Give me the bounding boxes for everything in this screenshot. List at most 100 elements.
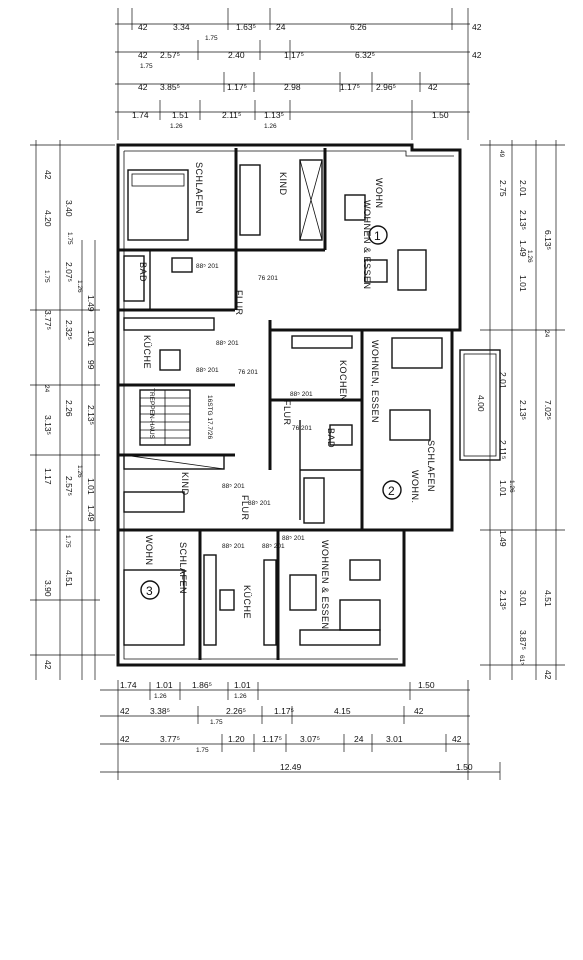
dim-bot-r2-f: 42 [414,706,424,716]
dim-top-r4-c: 2.11⁵ [222,110,241,120]
dim-left-14: 3.13⁵ [43,415,53,435]
label-kind-top: KIND [278,172,288,196]
label-schlafen-top: SCHLAFEN [194,162,204,214]
door-openings: 88⁵ 201 76 201 88⁵ 201 88⁵ 201 88⁵ 201 7… [196,263,313,550]
dim-top-r1-d: 24 [276,22,286,32]
dim-bot-r3-sub: 1.75 [196,747,209,754]
dim-top-r1-a: 42 [138,22,148,32]
dim-left-16: 1.17 [43,468,53,485]
dim-right-13: 2.11⁵ [498,440,508,459]
dimension-chains-top: 42 3.34 1.63⁵ 24 6.26 42 1.75 42 2.57⁵ 2… [115,8,482,140]
dim-right-14: 1.01 [498,480,508,497]
dim-top-r2-a: 42 [138,50,148,60]
label-bad-top: BAD [138,262,148,282]
dim-bot-r3-a: 42 [120,734,130,744]
dim-left-4: 2.07⁵ [64,262,74,282]
dim-top-r4-sub-b: 1.26 [264,123,277,130]
opening-4: 88⁵ 201 [290,391,313,398]
dim-top-r2-e: 6.32⁵ [355,50,375,60]
dim-left-11: 2.32⁵ [64,320,74,340]
unit-2-circle [382,480,402,500]
dim-top-r3-a: 42 [138,82,148,92]
dim-bot-r1-b: 1.01 [156,680,173,690]
dim-bot-r3-f: 24 [354,734,364,744]
dim-top-r1-sub: 1.75 [205,35,218,42]
dim-right-11: 2.13⁵ [518,400,528,420]
dim-top-r4-e: 1.50 [432,110,449,120]
dim-top-r4-sub-a: 1.26 [170,123,183,130]
label-wohn-2: WOHN. [410,470,420,504]
dimension-chains-right: 49 2.01 2.75 2.13⁵ 6.13⁵ 1.49 1.01 1.26 … [476,140,565,680]
label-schlafen-bot: SCHLAFEN [178,542,188,594]
dim-top-r4-a: 1.74 [132,110,149,120]
dim-right-20: 3.87⁵ [518,630,528,650]
dim-top-r3-f: 2.96⁵ [376,82,396,92]
dim-right-18: 4.51 [543,590,553,607]
dim-top-r2-sub: 1.75 [140,63,153,70]
dim-left-9: 1.75 [43,270,50,283]
dim-top-r3-g: 42 [428,82,438,92]
opening-2: 88⁵ 201 [216,340,239,347]
right-dim-labels: 49 2.01 2.75 2.13⁵ 6.13⁵ 1.49 1.01 1.26 … [476,150,553,680]
dim-left-7: 99 [86,360,96,370]
dim-top-r2-c: 2.40 [228,50,245,60]
dim-left-12: 24 [43,385,50,393]
dim-left-18: 1.49 [86,505,96,522]
label-wohnen-essen-3: WOHNEN & ESSEN [320,540,330,630]
dim-top-r1-c: 1.63⁵ [236,22,256,32]
dim-top-r4-d: 1.13⁵ [264,110,284,120]
building-walls [116,143,501,667]
dim-top-r2-d: 1.17⁵ [284,50,304,60]
dim-left-15: 2.13⁵ [86,405,96,425]
label-wohn-1: WOHN [374,178,384,209]
furniture [123,159,443,646]
dim-bot-r2-e: 4.15 [334,706,351,716]
dim-right-8: 24 [543,330,550,338]
dimension-chains-bottom: 1.74 1.01 1.86⁵ 1.01 1.50 1.26 1.26 42 3… [100,680,501,780]
dim-right-7: 1.26 [526,250,533,263]
dim-right-4: 6.13⁵ [543,230,553,250]
dim-bot-total: 12.49 [280,762,302,772]
dim-right-19: 2.13⁵ [498,590,508,610]
unit-1-circle [368,225,388,245]
dim-right-10: 2.01 [498,372,508,389]
dim-bot-r2-sub: 1.75 [210,719,223,726]
label-flur-top: FLUR [234,290,244,316]
dim-top-r3-d: 2.98 [284,82,301,92]
opening-10: 88⁵ 201 [222,543,245,550]
dim-left-3: 1.75 [66,232,73,245]
opening-0: 88⁵ 201 [196,263,219,270]
dim-bot-r3-h: 42 [452,734,462,744]
dim-right-16: 1.49 [498,530,508,547]
dim-right-2: 2.75 [498,180,508,197]
dim-left-5: 1.49 [86,295,96,312]
dim-bot-balcony: 1.50 [456,762,473,772]
opening-11: 88⁵ 201 [262,543,285,550]
dim-left-6: 1.01 [86,330,96,347]
dim-bot-r3-d: 1.17⁵ [262,734,282,744]
dim-top-r3-c: 1.17⁵ [227,82,247,92]
dim-left-19: 1.01 [86,478,96,495]
dim-bot-r2-c: 2.26⁵ [226,706,246,716]
dim-bot-r3-g: 3.01 [386,734,403,744]
dim-left-23: 3.90 [43,580,53,597]
label-kind-bot: KIND [180,472,190,496]
dim-left-22: 4.51 [64,570,74,587]
dim-bot-r1-sub-a: 1.26 [154,693,167,700]
unit-3-number: 3 [146,584,153,598]
dim-left-0: 42 [43,170,53,180]
dim-right-1: 2.01 [518,180,528,197]
label-flur-mid: FLUR [282,400,292,426]
dim-right-12: 7.02⁵ [543,400,553,420]
dim-right-22: 42 [543,670,553,680]
opening-7: 88⁵ 201 [248,500,271,507]
dim-top-r2-b: 2.57⁵ [160,50,180,60]
dim-left-8: 1.26 [76,280,83,293]
unit-1-number: 1 [374,229,381,243]
dim-left-10: 3.77⁵ [43,310,53,330]
opening-8: 88⁵ 201 [282,535,305,542]
dim-bot-r2-a: 42 [120,706,130,716]
label-wohnen-essen-1: WOHNEN & ESSEN [362,200,372,290]
opening-9: 76 201 [238,369,258,376]
label-kochen: KOCHEN [338,360,348,402]
